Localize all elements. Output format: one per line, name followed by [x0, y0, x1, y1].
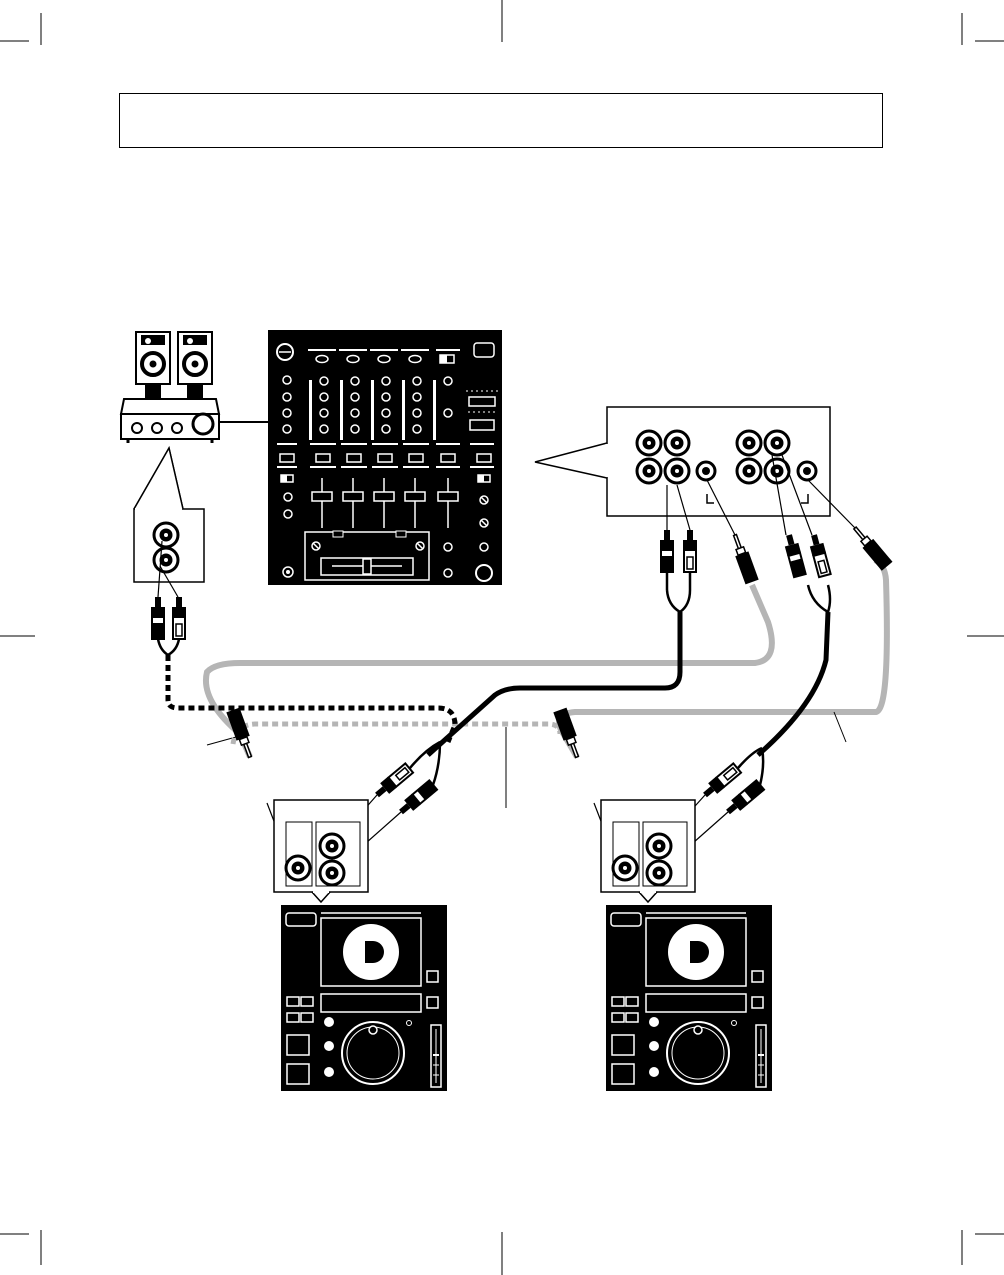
amplifier [119, 398, 268, 443]
player-1-audio-out-to-mixer [426, 612, 683, 757]
cd-player-2-rear-panel [601, 800, 695, 902]
player-link-cable [230, 721, 563, 808]
section-title-box [119, 93, 883, 148]
speaker-left [135, 331, 171, 400]
dj-mixer [268, 330, 502, 585]
mixer-master-to-amplifier [165, 655, 458, 743]
player-2-audio-out-to-mixer [756, 611, 831, 757]
cd-player-2 [605, 904, 773, 1092]
mixer-rear-panel [534, 406, 831, 517]
amplifier-input-panel [133, 445, 205, 583]
amplifier-plugs [150, 540, 187, 657]
player-1-control-to-mixer [203, 583, 775, 759]
speaker-right [177, 331, 213, 400]
cd-player-1 [280, 904, 448, 1092]
cd-player-1-rear-panel [274, 800, 368, 902]
player-2-control-to-mixer [556, 557, 890, 759]
player-2-mixer-plugs [771, 454, 894, 614]
player-1-mixer-plugs [659, 479, 760, 614]
